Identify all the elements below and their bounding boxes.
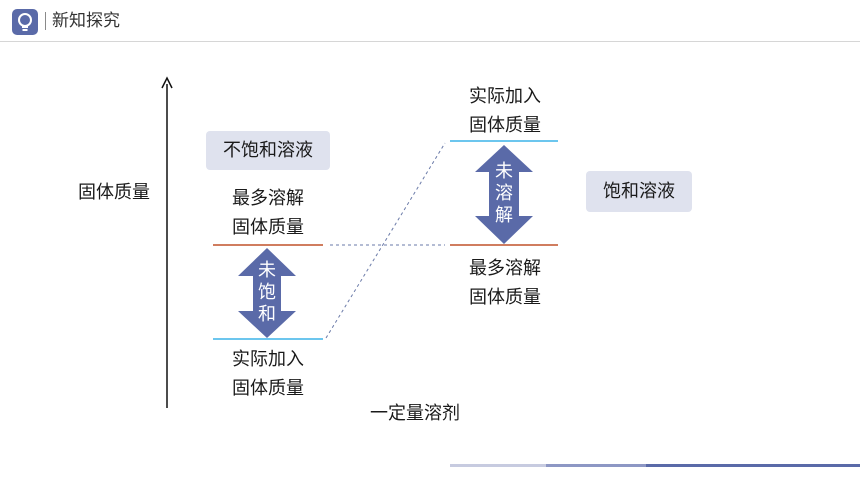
saturated-solution-tag: 饱和溶液	[586, 171, 692, 212]
right-max-label-line2: 固体质量	[469, 287, 541, 308]
left-arrow-char-2: 饱	[258, 282, 276, 303]
right-max-dissolve-label: 最多溶解 固体质量	[445, 254, 565, 312]
left-double-arrow	[238, 248, 296, 338]
right-arrow-char-3: 解	[495, 205, 513, 226]
footer-bar-mid	[546, 464, 646, 467]
right-actual-added-label: 实际加入 固体质量	[445, 82, 565, 140]
right-double-arrow	[475, 145, 533, 244]
right-max-label-line1: 最多溶解	[469, 258, 541, 279]
right-arrow-char-2: 溶	[495, 183, 513, 204]
bottom-label: 一定量溶剂	[370, 403, 460, 424]
left-max-label-line2: 固体质量	[232, 217, 304, 238]
left-arrow-text: 未 饱 和	[255, 260, 279, 326]
page-title: 新知探究	[52, 11, 120, 31]
lightbulb-icon	[12, 9, 38, 35]
left-arrow-char-3: 和	[258, 304, 276, 325]
right-actual-label-line2: 固体质量	[469, 115, 541, 136]
left-actual-added-label: 实际加入 固体质量	[208, 345, 328, 403]
left-max-label-line1: 最多溶解	[232, 188, 304, 209]
axis-label: 固体质量	[78, 182, 150, 203]
dashed-connector-actual	[325, 142, 446, 339]
right-actual-label-line1: 实际加入	[469, 86, 541, 107]
left-actual-label-line2: 固体质量	[232, 378, 304, 399]
right-arrow-text: 未 溶 解	[492, 161, 516, 227]
header-divider	[0, 41, 860, 42]
left-max-dissolve-label: 最多溶解 固体质量	[208, 184, 328, 242]
header-separator	[45, 12, 46, 30]
footer-bar-dark	[646, 464, 860, 467]
left-actual-label-line1: 实际加入	[232, 349, 304, 370]
unsaturated-solution-tag: 不饱和溶液	[206, 131, 330, 170]
y-axis-arrowhead	[161, 76, 173, 89]
footer-bar-light	[450, 464, 546, 467]
right-arrow-char-1: 未	[495, 161, 513, 182]
left-arrow-char-1: 未	[258, 260, 276, 281]
